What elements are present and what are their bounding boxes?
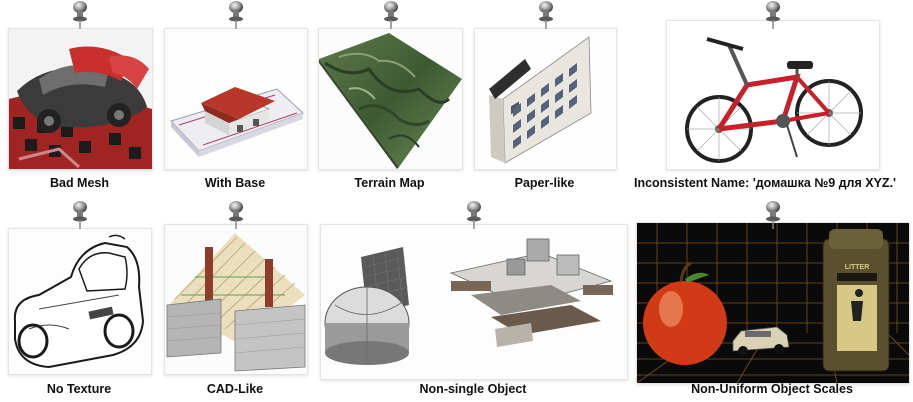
pushpin-icon (463, 200, 485, 230)
with-base-image (164, 28, 308, 170)
caption-terrain-map: Terrain Map (354, 176, 425, 190)
pushpin-icon (762, 200, 784, 230)
caption-cad-like: CAD-Like (206, 382, 264, 396)
caption-non-single-object: Non-single Object (419, 382, 527, 396)
no-texture-image (8, 228, 152, 375)
pushpin-icon (69, 200, 91, 230)
bad-mesh-image (8, 28, 153, 170)
inconsistent-name-image (666, 20, 880, 170)
litter-sign-text: LITTER (845, 264, 870, 271)
pushpin-icon (225, 0, 247, 30)
pushpin-icon (225, 200, 247, 230)
pushpin-icon (762, 0, 784, 30)
caption-inconsistent-name: Inconsistent Name: 'домашка №9 для XYZ.' (633, 176, 897, 190)
caption-no-texture: No Texture (46, 382, 112, 396)
terrain-map-image (318, 28, 463, 170)
caption-paper-like: Paper-like (514, 176, 575, 190)
paper-like-image (474, 28, 617, 170)
non-single-object-image (320, 224, 628, 380)
pushpin-icon (535, 0, 557, 30)
caption-non-uniform-scales: Non-Uniform Object Scales (691, 382, 853, 396)
pushpin-icon (69, 0, 91, 30)
pushpin-icon (380, 0, 402, 30)
caption-bad-mesh: Bad Mesh (49, 176, 110, 190)
non-uniform-scales-image: LITTER (636, 222, 910, 384)
cad-like-image (164, 224, 308, 375)
caption-with-base: With Base (204, 176, 266, 190)
